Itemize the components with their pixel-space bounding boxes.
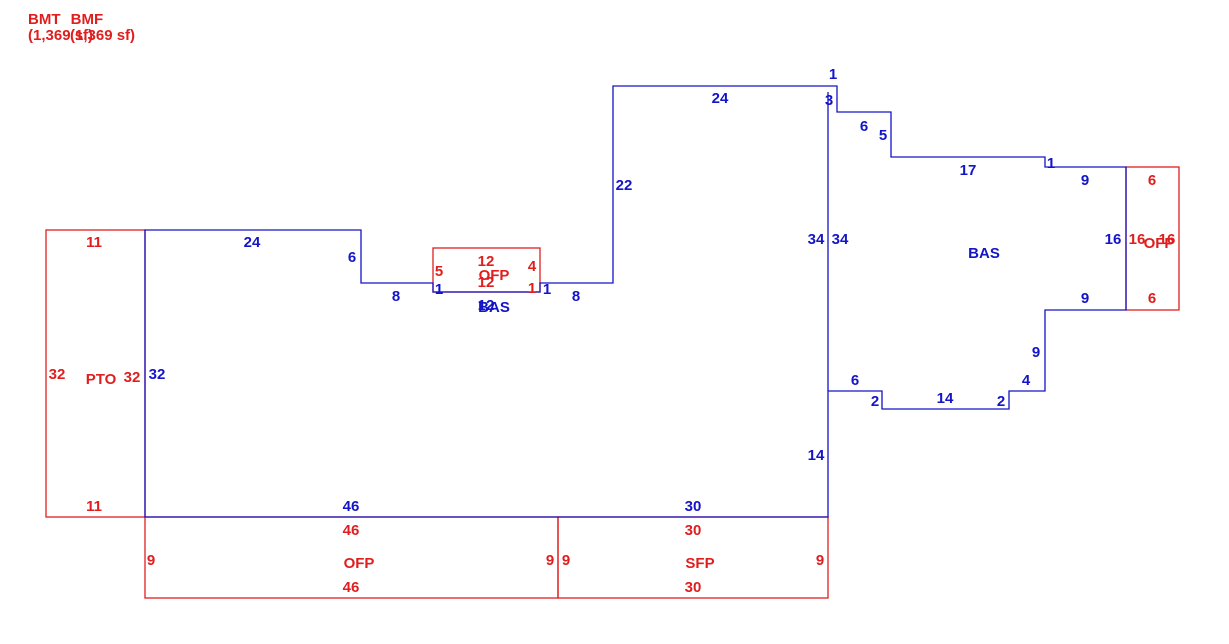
dim-wing-4: 4 [1022,372,1031,389]
dim-sfp-9-right: 9 [816,552,824,569]
dim-ofp-right-16-right: 16 [1159,231,1176,248]
label-bas-mid: BAS [478,299,510,316]
dim-pto-32-right: 32 [124,369,141,386]
dim-wing-2a: 2 [871,393,879,410]
dim-mid-12: 12 [478,297,495,314]
dim-wing-2b: 2 [997,393,1005,410]
label-pto: PTO [86,371,117,388]
dim-bottom-30: 30 [685,498,702,515]
label-bas-wing: BAS [968,245,1000,262]
header-labels: BMT BMF [28,12,103,27]
bas-main-outline [144,85,1127,518]
dim-top-3: 3 [825,92,833,109]
dim-ofp-right-6-top: 6 [1148,172,1156,189]
header-area-2: (1,369 sf) [70,27,136,44]
dim-notch-6: 6 [348,249,356,266]
dim-wing-6b: 6 [851,372,859,389]
dim-ofp-front-9-left: 9 [147,552,155,569]
dim-notch-1a: 1 [435,281,443,298]
dim-ofp-front-9-right: 9 [546,552,554,569]
dim-wing-17: 17 [960,162,977,179]
dim-wing-9-bottom: 9 [1081,290,1089,307]
header-label-bmf: BMF [70,11,104,28]
dim-wing-6a: 6 [860,118,868,135]
dim-wing-1: 1 [1047,155,1055,172]
dim-sfp-9-left: 9 [562,552,570,569]
dim-top-24: 24 [712,90,729,107]
dim-wall-34-right: 34 [832,231,849,248]
label-ofp-front: OFP [344,555,375,572]
dim-ofp-mid-4: 4 [528,258,537,275]
label-sfp: SFP [685,555,714,572]
dim-ofp-mid-5: 5 [435,263,443,280]
dim-wing-9-side: 9 [1032,344,1040,361]
dim-wing-5: 5 [879,127,887,144]
dim-ofp-mid-12-top: 12 [478,253,495,270]
label-ofp-mid: OFP [479,267,510,284]
dim-pto-11-bottom: 11 [86,498,102,515]
dim-pto-32-left: 32 [49,366,66,383]
dim-ofp-right-6-bottom: 6 [1148,290,1156,307]
dim-right-14: 14 [808,447,825,464]
dim-ofp-mid-1: 1 [528,280,536,297]
dim-rise-22: 22 [616,177,633,194]
dim-notch-8b: 8 [572,288,580,305]
dim-wing-16: 16 [1105,231,1122,248]
label-ofp-right: OFP [1144,235,1175,252]
header-label-bmt: BMT [28,11,61,28]
dim-wall-34-left: 34 [808,231,825,248]
dim-left-32: 32 [149,366,166,383]
dim-sfp-30-top: 30 [685,522,702,539]
dim-notch-8a: 8 [392,288,400,305]
dim-ofp-front-46-top: 46 [343,522,360,539]
header-area-1: (1,369 sf) [28,27,94,44]
dim-ofp-mid-12-bottom: 12 [478,274,495,291]
dim-bottom-46: 46 [343,498,360,515]
dim-pto-11-top: 11 [86,234,102,251]
dim-wing-9-top: 9 [1081,172,1089,189]
dim-main-top-24: 24 [244,234,261,251]
dim-sfp-30-bottom: 30 [685,579,702,596]
dim-notch-1b: 1 [543,281,551,298]
dim-ofp-front-46-bottom: 46 [343,579,360,596]
dim-wing-14: 14 [937,390,954,407]
dim-ofp-right-16-left: 16 [1129,231,1146,248]
dim-top-1: 1 [829,66,837,83]
